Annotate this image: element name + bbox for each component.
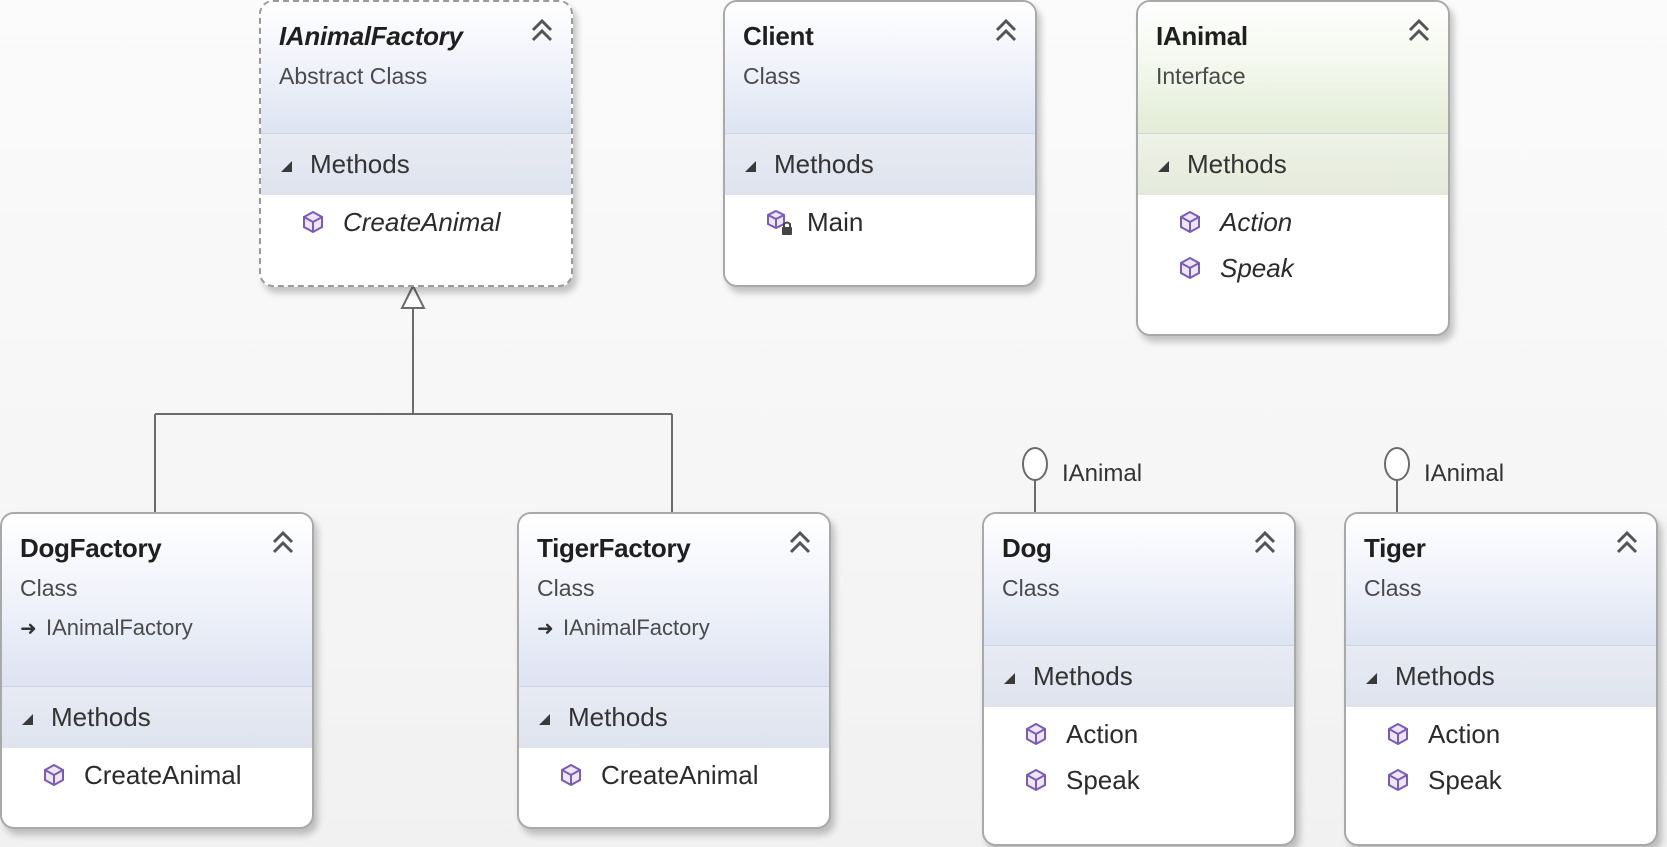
collapse-icon[interactable]	[270, 528, 296, 556]
inheritance-arrow-icon: ➜	[537, 618, 554, 640]
section-label: Methods	[1033, 661, 1133, 691]
method-cube-icon	[1178, 255, 1202, 281]
method-item[interactable]: Action	[1138, 199, 1448, 245]
method-item[interactable]: Speak	[1346, 757, 1656, 803]
private-method-lock-icon	[765, 209, 792, 235]
dog-box[interactable]: Dog Class Methods Action Speak	[982, 512, 1296, 846]
base-class-name: IAnimalFactory	[46, 615, 193, 640]
box-title: Client	[743, 21, 814, 51]
method-item[interactable]: CreateAnimal	[2, 752, 312, 798]
base-class-name: IAnimalFactory	[563, 615, 710, 640]
box-title: TigerFactory	[537, 533, 691, 563]
section-label: Methods	[1395, 661, 1495, 691]
box-title: IAnimalFactory	[279, 21, 463, 51]
inheritance-arrowhead	[400, 283, 426, 309]
method-name: Main	[807, 206, 864, 237]
method-name: Speak	[1066, 764, 1140, 795]
method-name: Action	[1220, 206, 1293, 237]
expand-triangle-icon	[22, 714, 33, 725]
method-cube-icon	[1386, 767, 1410, 793]
dog-interface-lollipop	[1022, 447, 1048, 512]
collapse-icon[interactable]	[993, 16, 1019, 44]
dogfactory-box[interactable]: DogFactory Class ➜ IAnimalFactory Methods…	[0, 512, 314, 829]
box-kind: Class	[20, 575, 78, 601]
box-title: Tiger	[1364, 533, 1426, 563]
section-label: Methods	[51, 702, 151, 732]
method-name: Action	[1428, 718, 1501, 749]
client-header: Client Class	[725, 2, 1035, 133]
collapse-icon[interactable]	[529, 16, 555, 44]
method-name: CreateAnimal	[343, 206, 501, 237]
tigerfactory-box[interactable]: TigerFactory Class ➜ IAnimalFactory Metho…	[517, 512, 831, 829]
method-item[interactable]: Action	[984, 711, 1294, 757]
method-cube-icon	[1024, 767, 1048, 793]
box-kind: Class	[1002, 575, 1060, 601]
section-label: Methods	[1187, 149, 1287, 179]
method-item[interactable]: Speak	[984, 757, 1294, 803]
method-cube-icon	[1024, 721, 1048, 747]
expand-triangle-icon	[1366, 673, 1377, 684]
expand-triangle-icon	[539, 714, 550, 725]
client-box[interactable]: Client Class Methods Main	[723, 0, 1037, 287]
box-kind: Class	[1364, 575, 1422, 601]
method-item[interactable]: Main	[725, 199, 1035, 245]
ianimal-box[interactable]: IAnimal Interface Methods Action Speak	[1136, 0, 1450, 336]
methods-section-toggle[interactable]: Methods	[1346, 645, 1656, 707]
method-name: CreateAnimal	[601, 759, 759, 790]
box-kind: Interface	[1156, 63, 1246, 89]
method-cube-icon	[42, 762, 66, 788]
method-cube-icon	[301, 209, 325, 235]
inheritance-arrow-icon: ➜	[20, 618, 37, 640]
tiger-interface-label: IAnimal	[1424, 460, 1505, 487]
dogfactory-header: DogFactory Class ➜ IAnimalFactory	[2, 514, 312, 686]
ianimalfactory-header: IAnimalFactory Abstract Class	[261, 2, 571, 133]
expand-triangle-icon	[745, 161, 756, 172]
dog-header: Dog Class	[984, 514, 1294, 645]
box-kind: Class	[537, 575, 595, 601]
method-item[interactable]: Action	[1346, 711, 1656, 757]
expand-triangle-icon	[1158, 161, 1169, 172]
dog-interface-label: IAnimal	[1062, 460, 1143, 487]
box-title: IAnimal	[1156, 21, 1248, 51]
inheritance-line: ➜ IAnimalFactory	[537, 614, 829, 643]
collapse-icon[interactable]	[1406, 16, 1432, 44]
method-item[interactable]: CreateAnimal	[261, 199, 571, 245]
method-name: Action	[1066, 718, 1139, 749]
methods-section-toggle[interactable]: Methods	[1138, 133, 1448, 195]
section-label: Methods	[310, 149, 410, 179]
section-label: Methods	[774, 149, 874, 179]
tigerfactory-header: TigerFactory Class ➜ IAnimalFactory	[519, 514, 829, 686]
box-kind: Class	[743, 63, 801, 89]
method-name: Speak	[1428, 764, 1502, 795]
method-cube-icon	[559, 762, 583, 788]
collapse-icon[interactable]	[1614, 528, 1640, 556]
box-kind: Abstract Class	[279, 63, 428, 89]
ianimal-header: IAnimal Interface	[1138, 2, 1448, 133]
methods-section-toggle[interactable]: Methods	[984, 645, 1294, 707]
tiger-box[interactable]: Tiger Class Methods Action Speak	[1344, 512, 1658, 846]
box-title: DogFactory	[20, 533, 162, 563]
collapse-icon[interactable]	[1252, 528, 1278, 556]
method-cube-icon	[1386, 721, 1410, 747]
method-item[interactable]: CreateAnimal	[519, 752, 829, 798]
method-name: Speak	[1220, 252, 1294, 283]
method-item[interactable]: Speak	[1138, 245, 1448, 291]
collapse-icon[interactable]	[787, 528, 813, 556]
section-label: Methods	[568, 702, 668, 732]
inheritance-line: ➜ IAnimalFactory	[20, 614, 312, 643]
tiger-header: Tiger Class	[1346, 514, 1656, 645]
methods-section-toggle[interactable]: Methods	[261, 133, 571, 195]
expand-triangle-icon	[281, 161, 292, 172]
box-title: Dog	[1002, 533, 1052, 563]
methods-section-toggle[interactable]: Methods	[2, 686, 312, 748]
inheritance-connector	[154, 283, 673, 512]
methods-section-toggle[interactable]: Methods	[725, 133, 1035, 195]
tiger-interface-lollipop	[1384, 447, 1410, 512]
expand-triangle-icon	[1004, 673, 1015, 684]
ianimalfactory-box[interactable]: IAnimalFactory Abstract Class Methods Cr…	[259, 0, 573, 287]
method-name: CreateAnimal	[84, 759, 242, 790]
method-cube-icon	[1178, 209, 1202, 235]
methods-section-toggle[interactable]: Methods	[519, 686, 829, 748]
